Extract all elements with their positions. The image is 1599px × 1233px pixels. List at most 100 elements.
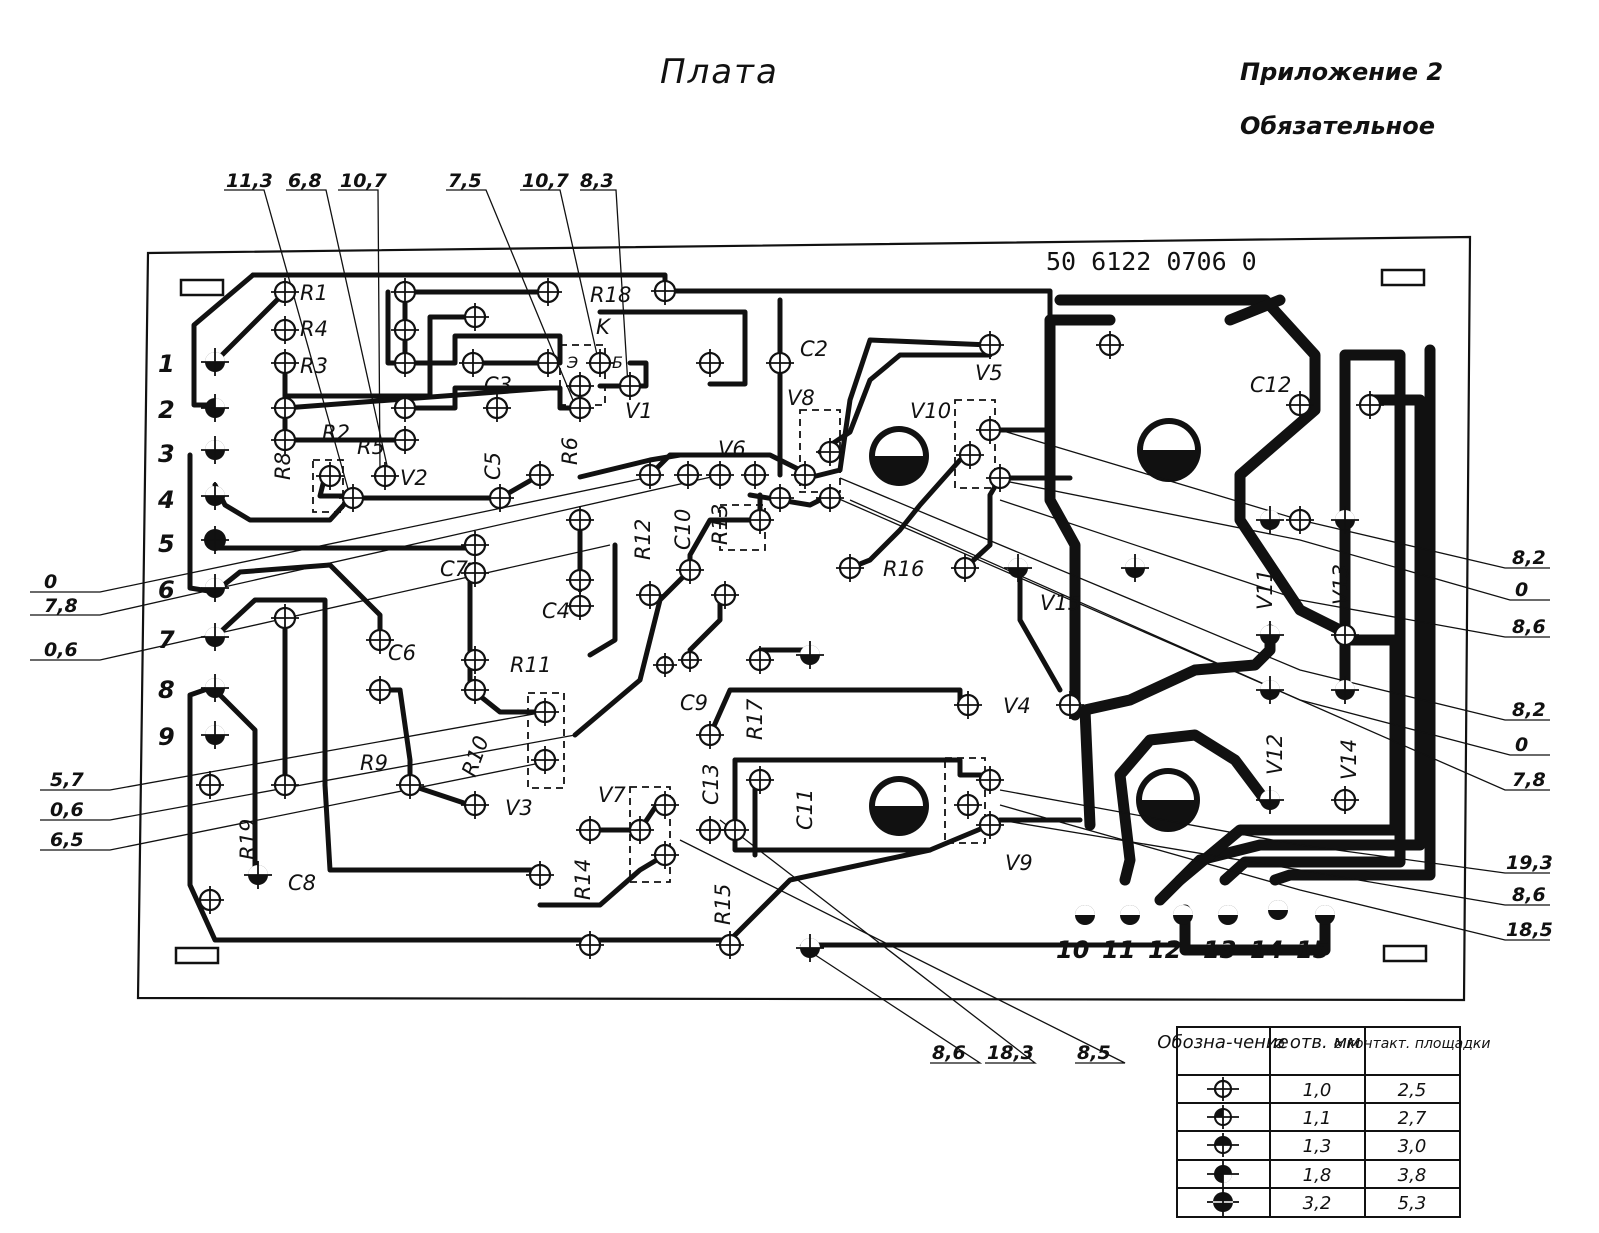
pad bbox=[954, 791, 982, 819]
board-outline bbox=[136, 235, 1472, 1002]
component-label: R18 bbox=[590, 283, 631, 307]
component-label: C12 bbox=[1250, 373, 1291, 397]
edge-pin-label: 7 bbox=[158, 626, 175, 654]
component-label: C3 bbox=[484, 373, 512, 397]
dimension-label: 8,6 bbox=[1512, 616, 1546, 638]
pad bbox=[1096, 331, 1124, 359]
component-label: C4 bbox=[542, 599, 570, 623]
legend-header: ⌀ контакт. площадки bbox=[1334, 1036, 1491, 1052]
dimension-label: 0 bbox=[44, 571, 57, 593]
dimension-label: 0 bbox=[1515, 734, 1528, 756]
pad bbox=[461, 559, 489, 587]
pad bbox=[576, 816, 604, 844]
pad bbox=[531, 698, 559, 726]
component-label: V8 bbox=[787, 386, 815, 410]
pad bbox=[676, 556, 704, 584]
component-label: R11 bbox=[510, 653, 551, 677]
pad bbox=[371, 462, 399, 490]
legend-pad-value: 3,8 bbox=[1398, 1165, 1427, 1186]
legend-hole-value: 1,3 bbox=[1303, 1136, 1332, 1157]
component-label: K bbox=[596, 315, 612, 339]
legend-header: ⌀ отв. мм bbox=[1273, 1032, 1360, 1053]
pad bbox=[459, 349, 487, 377]
component-label: R19 bbox=[236, 819, 260, 860]
pad bbox=[531, 746, 559, 774]
pads-plain bbox=[196, 277, 1384, 959]
pad bbox=[696, 349, 724, 377]
pad bbox=[976, 811, 1004, 839]
pad bbox=[271, 316, 299, 344]
component-label: C7 bbox=[440, 557, 469, 581]
pad bbox=[461, 676, 489, 704]
component-label: C11 bbox=[793, 789, 817, 830]
dimension-label: 5,7 bbox=[50, 769, 84, 791]
component-label: R16 bbox=[883, 557, 924, 581]
edge-pin-label: 10 bbox=[1056, 936, 1089, 964]
dimension-label: 0,6 bbox=[50, 799, 84, 821]
pad bbox=[616, 372, 644, 400]
dimension-label: 8,3 bbox=[580, 170, 614, 192]
pad bbox=[746, 506, 774, 534]
copper-traces bbox=[187, 272, 1188, 948]
component-label: R12 bbox=[631, 519, 655, 560]
edge-pin-label: 4 bbox=[157, 486, 175, 514]
legend-pad-value: 2,5 bbox=[1398, 1080, 1427, 1101]
dimension-label: 0,6 bbox=[44, 639, 78, 661]
pad bbox=[1056, 691, 1084, 719]
dimension-label: 18,3 bbox=[987, 1042, 1034, 1064]
legend-hole-value: 1,8 bbox=[1303, 1165, 1332, 1186]
pad bbox=[651, 791, 679, 819]
dimension-label: 8,6 bbox=[932, 1042, 966, 1064]
board-serial: 50 6122 0706 0 bbox=[1046, 247, 1257, 276]
edge-pin-label: 13 bbox=[1203, 936, 1236, 964]
pad bbox=[1286, 391, 1314, 419]
legend-symbol bbox=[1207, 1188, 1239, 1216]
edge-pin-labels-left: 1 2 3 4 5 6 7 8 9 bbox=[157, 350, 175, 751]
pad bbox=[986, 464, 1014, 492]
pad bbox=[816, 484, 844, 512]
pad bbox=[566, 592, 594, 620]
component-label: R8 bbox=[271, 452, 295, 480]
edge-pin-label: 1 bbox=[158, 350, 175, 378]
component-label: V5 bbox=[975, 361, 1003, 385]
edge-pin-label: 3 bbox=[158, 440, 175, 468]
appendix-label: Приложение 2 bbox=[1240, 58, 1444, 86]
pad-legend-table: Обозна-чение ⌀ отв. мм ⌀ контакт. площад… bbox=[1157, 1026, 1491, 1218]
component-label: R10 bbox=[457, 733, 494, 780]
component-label: C6 bbox=[388, 641, 416, 665]
edge-pin-label: 2 bbox=[158, 396, 175, 424]
legend-symbol bbox=[1207, 1077, 1239, 1101]
component-label: V2 bbox=[400, 466, 428, 490]
pad bbox=[651, 841, 679, 869]
pad bbox=[1356, 391, 1384, 419]
pad bbox=[766, 349, 794, 377]
pad bbox=[976, 416, 1004, 444]
component-label: C2 bbox=[800, 337, 828, 361]
component-label: C5 bbox=[481, 452, 505, 480]
pad bbox=[461, 646, 489, 674]
component-label: Б bbox=[612, 353, 623, 372]
pad bbox=[271, 394, 299, 422]
component-label: C9 bbox=[680, 691, 708, 715]
dimension-label: 8,5 bbox=[1077, 1042, 1111, 1064]
component-label: V12 bbox=[1263, 734, 1287, 775]
edge-pin-label: 15 bbox=[1296, 936, 1329, 964]
pad bbox=[366, 676, 394, 704]
pad bbox=[976, 331, 1004, 359]
dimension-label: 8,6 bbox=[1512, 884, 1546, 906]
mount-slot-br bbox=[1382, 944, 1428, 963]
component-label: C8 bbox=[288, 871, 316, 895]
component-label: V9 bbox=[1005, 851, 1033, 875]
dimension-label: 7,5 bbox=[448, 170, 482, 192]
dimension-label: 8,2 bbox=[1512, 699, 1546, 721]
component-label: R9 bbox=[360, 751, 388, 775]
component-label: V3 bbox=[505, 796, 533, 820]
pad bbox=[526, 861, 554, 889]
edge-pin-labels-bottom: 10 11 12 13 14 15 bbox=[1056, 936, 1329, 964]
pad bbox=[391, 349, 419, 377]
pad bbox=[391, 394, 419, 422]
component-label: R5 bbox=[357, 435, 385, 459]
pad bbox=[391, 316, 419, 344]
pad bbox=[366, 626, 394, 654]
component-label: Э bbox=[566, 353, 578, 372]
